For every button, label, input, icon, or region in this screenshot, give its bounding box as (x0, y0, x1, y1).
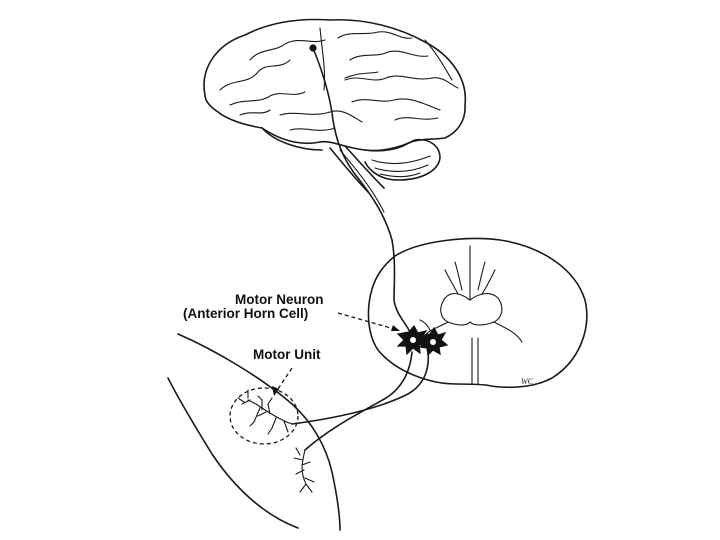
annotation-group: Motor Neuron (Anterior Horn Cell) Motor … (183, 292, 400, 396)
motor-neuron-label: Motor Neuron (235, 292, 324, 307)
motor-unit-leader-line (275, 367, 293, 393)
corticospinal-tract (312, 47, 411, 333)
anterior-horn-cell-icon (418, 326, 449, 357)
artist-signature: WC (521, 377, 534, 386)
anterior-horn-cell-label: (Anterior Horn Cell) (183, 306, 308, 321)
arrowhead-icon (391, 325, 400, 331)
peripheral-nerve (291, 351, 430, 451)
motor-unit-label: Motor Unit (253, 347, 321, 362)
motor-neuron-leader-line (337, 312, 399, 331)
anterior-horn-cell-icon (396, 324, 430, 356)
spinal-cord-cross-section (367, 237, 588, 389)
brain-illustration (203, 18, 467, 193)
second-motor-unit-terminals (293, 447, 315, 493)
motor-unit-terminals (237, 389, 293, 435)
limb-outline (167, 333, 341, 531)
motor-unit-circle (229, 387, 299, 445)
